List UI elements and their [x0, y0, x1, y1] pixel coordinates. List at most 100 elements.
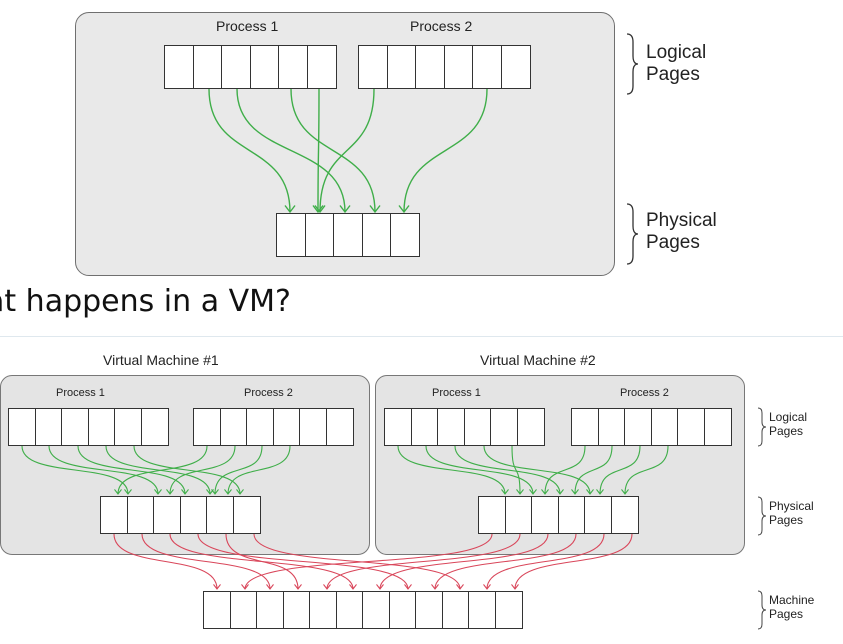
- arrowhead-icon: [241, 584, 249, 590]
- page-cell: [249, 45, 280, 89]
- page-cell: [87, 408, 116, 446]
- vm2-physical-pages: [478, 496, 639, 534]
- page-cell: [677, 408, 705, 446]
- arrowhead-icon: [511, 584, 519, 590]
- logical-brace-icon: [626, 33, 639, 95]
- page-cell: [441, 591, 470, 629]
- page-cell: [232, 496, 261, 534]
- page-cell: [256, 591, 284, 629]
- physical-line1: Physical: [646, 210, 717, 231]
- page-cell: [388, 591, 417, 629]
- page-cell: [494, 591, 523, 629]
- vm-logical-line2: Pages: [769, 423, 804, 438]
- vm-physical-line2: Pages: [769, 512, 804, 527]
- page-cell: [179, 496, 208, 534]
- page-cell: [299, 408, 327, 446]
- vm2-process1-logical-pages: [384, 408, 545, 446]
- top-physical-pages: [276, 213, 420, 257]
- arrowhead-icon: [323, 584, 331, 590]
- arrowhead-icon: [213, 584, 221, 590]
- page-cell: [229, 591, 258, 629]
- page-cell: [703, 408, 732, 446]
- arrowhead-icon: [266, 584, 274, 590]
- vm-logical-line1: Logical: [769, 410, 808, 424]
- page-cell: [272, 408, 301, 446]
- vm1-process2-label: Process 2: [244, 387, 293, 399]
- page-cell: [610, 496, 639, 534]
- machine-pages: [203, 591, 523, 629]
- section-heading: at happens in a VM?: [0, 284, 291, 319]
- vm-physical-line1: Physical: [769, 499, 814, 513]
- page-cell: [386, 45, 417, 89]
- page-cell: [443, 45, 474, 89]
- arrowhead-icon: [431, 584, 439, 590]
- page-cell: [500, 45, 531, 89]
- page-cell: [504, 496, 533, 534]
- page-cell: [468, 591, 496, 629]
- top-physical-label: Physical Pages: [646, 210, 717, 254]
- page-cell: [624, 408, 652, 446]
- arrowhead-icon: [376, 584, 384, 590]
- page-cell: [410, 408, 439, 446]
- page-cell: [278, 45, 308, 89]
- page-cell: [276, 213, 306, 257]
- page-cell: [437, 408, 465, 446]
- vm-machine-brace-icon: [757, 590, 767, 630]
- page-cell: [597, 408, 626, 446]
- vm1-process2-logical-pages: [193, 408, 354, 446]
- top-process2-logical-pages: [358, 45, 531, 89]
- arrowhead-icon: [404, 584, 412, 590]
- page-cell: [415, 591, 443, 629]
- vm2-process2-label: Process 2: [620, 387, 669, 399]
- page-cell: [490, 408, 518, 446]
- page-cell: [306, 45, 337, 89]
- divider: [0, 336, 843, 337]
- logical-line2: Pages: [646, 63, 700, 85]
- page-cell: [61, 408, 89, 446]
- page-cell: [100, 496, 128, 534]
- page-cell: [584, 496, 612, 534]
- arrowhead-icon: [349, 584, 357, 590]
- vm-machine-line1: Machine: [769, 593, 815, 607]
- page-cell: [335, 591, 364, 629]
- vm1-physical-pages: [100, 496, 261, 534]
- page-cell: [304, 213, 335, 257]
- top-process2-label: Process 2: [410, 18, 473, 34]
- top-process1-logical-pages: [164, 45, 337, 89]
- page-cell: [361, 213, 392, 257]
- vm1-title: Virtual Machine #1: [103, 352, 219, 368]
- vm2-process1-label: Process 1: [432, 387, 481, 399]
- page-cell: [415, 45, 445, 89]
- page-cell: [206, 496, 234, 534]
- arrowhead-icon: [456, 584, 464, 590]
- vm-logical-brace-icon: [757, 407, 767, 447]
- page-cell: [650, 408, 679, 446]
- page-cell: [140, 408, 169, 446]
- page-cell: [362, 591, 390, 629]
- page-cell: [384, 408, 412, 446]
- page-cell: [34, 408, 63, 446]
- vm2-title: Virtual Machine #2: [480, 352, 596, 368]
- page-cell: [114, 408, 142, 446]
- vm2-process2-logical-pages: [571, 408, 732, 446]
- page-cell: [221, 45, 251, 89]
- arrowhead-icon: [294, 584, 302, 590]
- vm-physical-brace-icon: [757, 496, 767, 536]
- page-cell: [463, 408, 492, 446]
- vm-physical-label: Physical Pages: [769, 499, 814, 528]
- vm-machine-line2: Pages: [769, 606, 804, 621]
- page-cell: [390, 213, 420, 257]
- physical-line2: Pages: [646, 231, 700, 253]
- page-cell: [478, 496, 506, 534]
- page-cell: [193, 408, 221, 446]
- page-cell: [219, 408, 248, 446]
- page-cell: [282, 591, 311, 629]
- page-cell: [164, 45, 194, 89]
- page-cell: [358, 45, 388, 89]
- vm-logical-label: Logical Pages: [769, 410, 808, 439]
- page-cell: [531, 496, 559, 534]
- page-cell: [192, 45, 223, 89]
- page-cell: [333, 213, 363, 257]
- page-cell: [203, 591, 231, 629]
- page-cell: [516, 408, 545, 446]
